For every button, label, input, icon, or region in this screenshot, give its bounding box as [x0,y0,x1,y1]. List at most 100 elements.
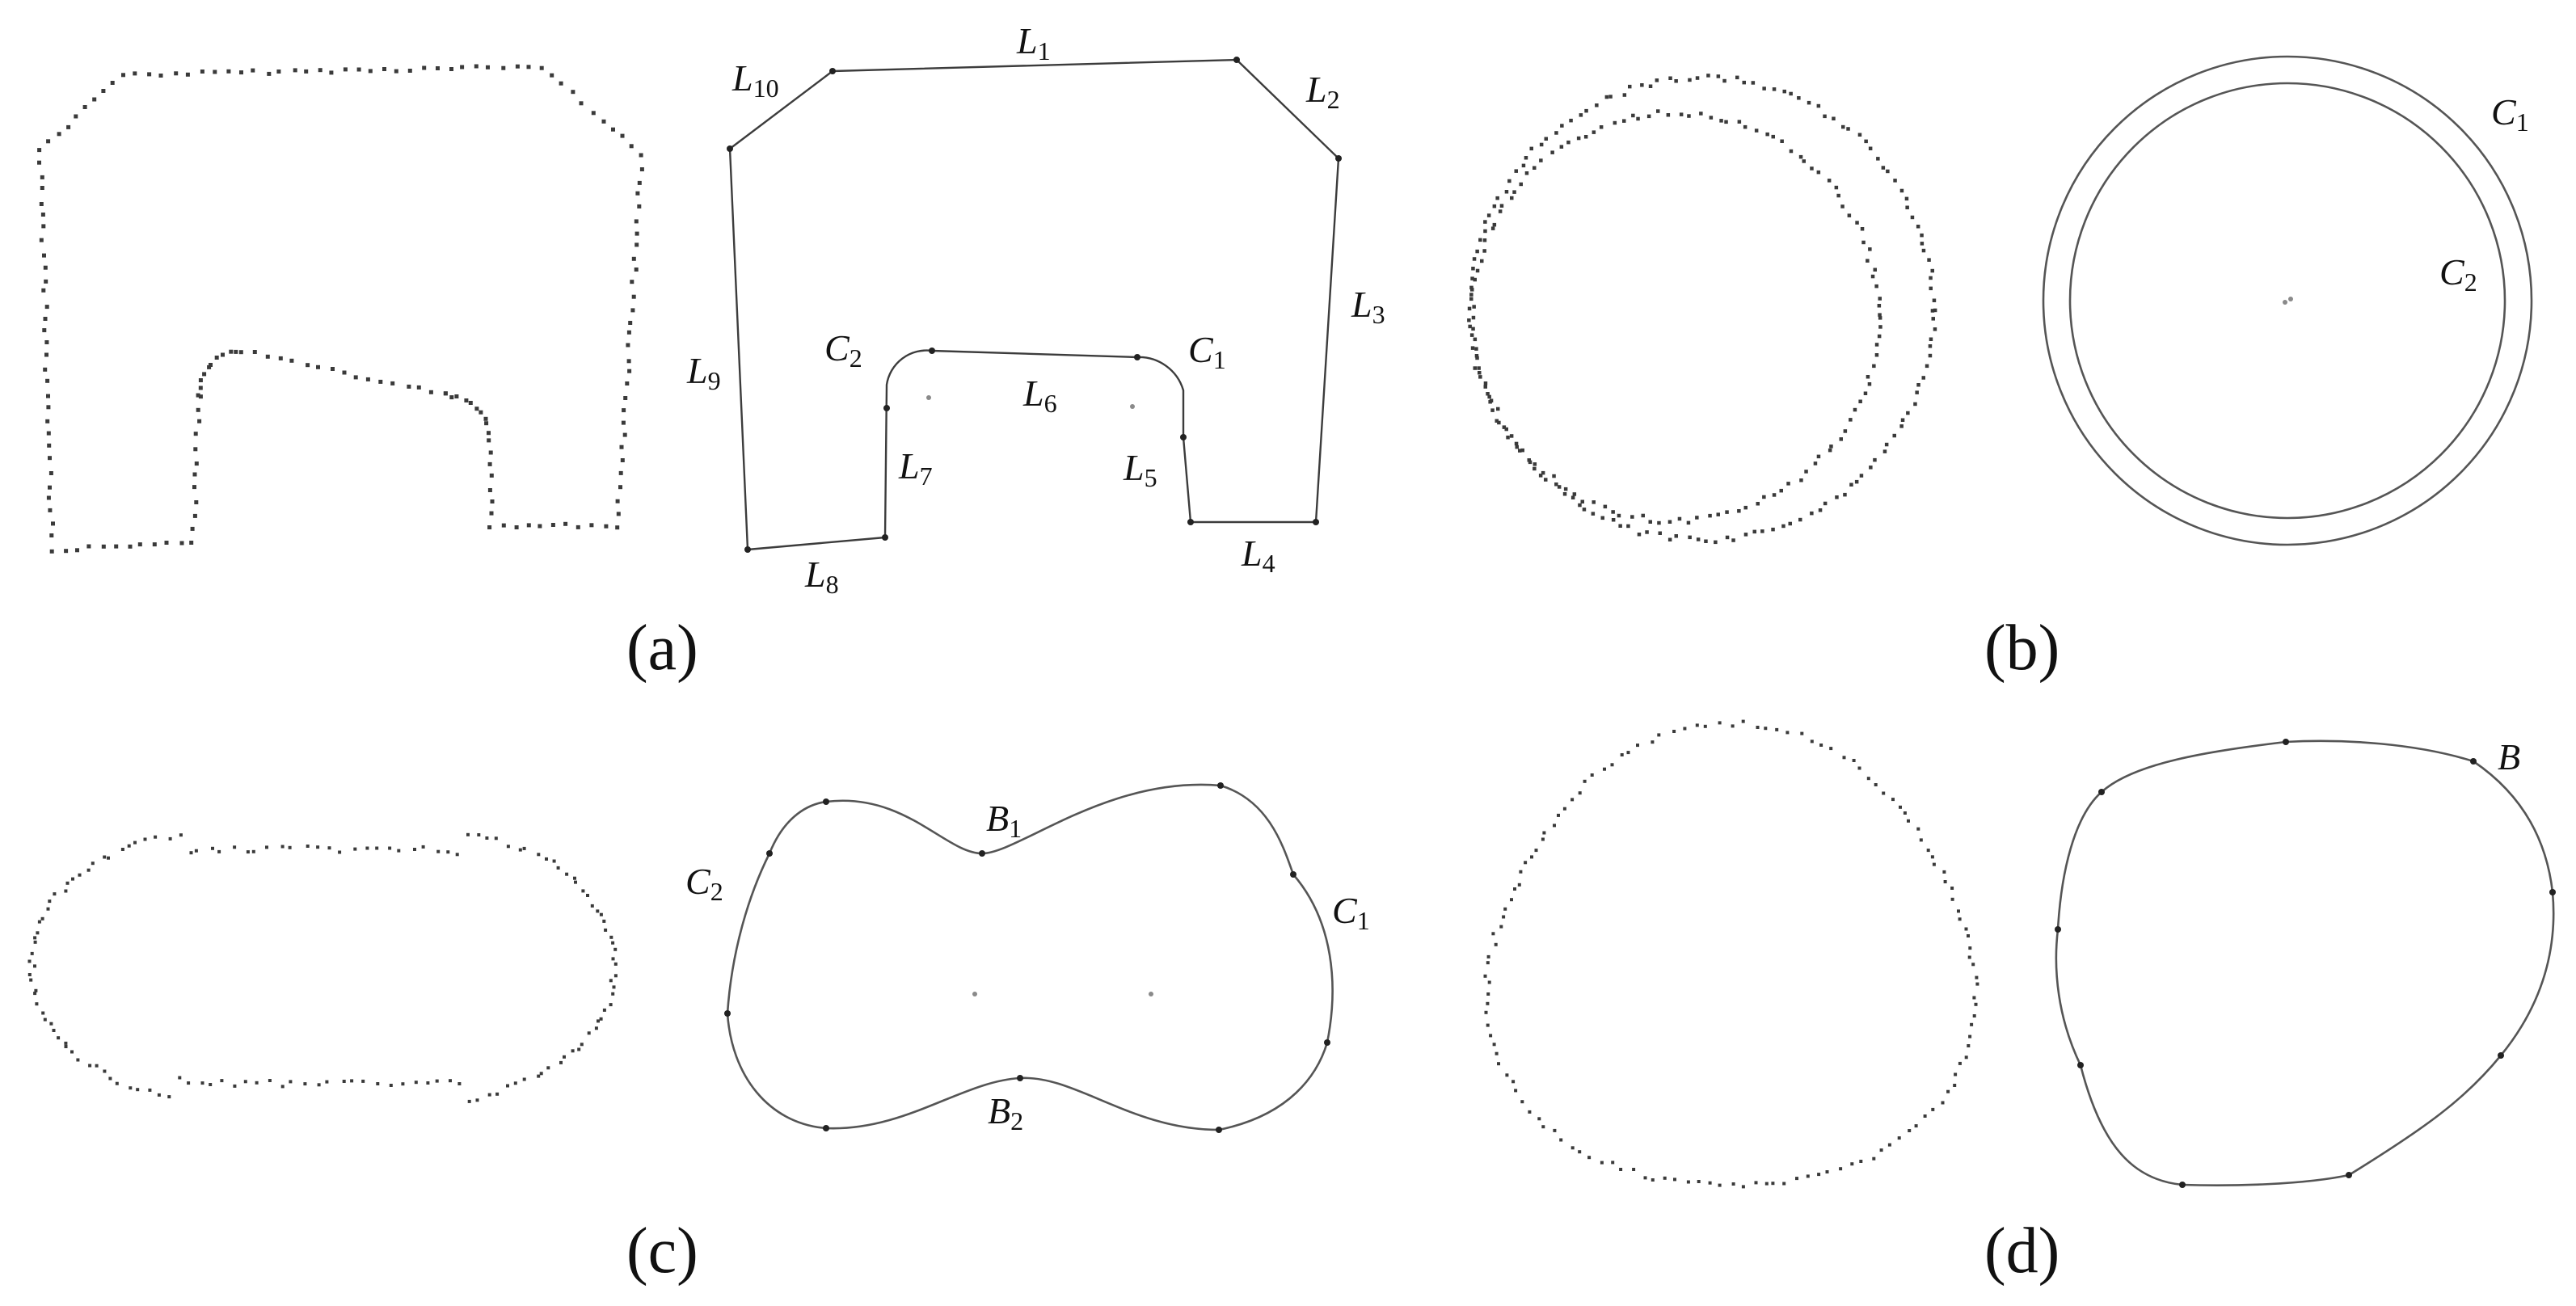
sample-point [137,542,142,547]
sample-point [375,846,379,850]
sample-point [1504,190,1509,194]
sample-point [455,853,459,857]
sample-point [37,148,42,153]
sample-point [1718,721,1722,725]
sample-point [1512,190,1516,194]
sample-point [616,512,621,516]
sample-point [1933,308,1937,313]
sample-point [565,872,569,876]
sample-point [1928,353,1933,358]
sample-point [86,544,91,549]
sample-point [587,1031,591,1035]
sample-point [522,846,526,850]
sample-point [1495,196,1499,200]
sample-point [1648,84,1653,88]
sample-point [526,523,531,528]
sample-point [1708,1181,1712,1185]
sample-point [1559,145,1564,149]
sample-point [1482,249,1486,253]
sample-point [276,70,281,74]
sample-point [1637,533,1642,537]
sample-point [40,213,45,217]
sample-point [1537,1117,1541,1121]
sample-point [252,350,257,354]
sample-point [1657,733,1661,737]
sample-point [546,1066,550,1070]
sample-point [1504,427,1508,432]
sample-point [66,124,71,129]
sample-point [1950,897,1954,901]
sample-point [1478,238,1482,242]
sample-point [143,837,147,841]
sample-point [1914,1124,1918,1128]
sample-point [449,1079,452,1083]
sample-point [1847,213,1852,217]
sample-point [136,1088,140,1092]
sample-point [1622,119,1626,123]
sample-point [1741,719,1745,723]
sample-point [1478,375,1482,379]
sample-point [468,401,473,405]
sample-point [574,880,577,884]
sample-point [164,541,169,545]
sample-point [630,308,635,313]
sample-point [522,1077,526,1081]
sample-point [1913,402,1917,407]
sample-point [1816,103,1821,108]
sample-point [1925,364,1929,369]
sample-point [1469,285,1474,290]
sample-point [1975,975,1979,980]
sample-point [1587,1156,1592,1160]
sample-point [127,844,131,848]
sample-point [1580,499,1584,503]
sample-point [265,845,268,849]
sample-point [1672,730,1676,733]
sample-point [1591,512,1596,516]
sample-point [518,848,522,852]
sample-point [1785,731,1790,735]
panel-c-fitted-primitives [724,782,1334,1133]
sample-point [1610,763,1614,767]
sample-point [1886,169,1890,174]
sample-point [1829,444,1833,449]
sample-point [1810,739,1814,744]
sample-point [1842,756,1846,760]
sample-point [229,349,234,354]
sample-point [343,67,348,72]
sample-point [487,438,491,443]
sample-point [40,916,44,921]
sample-point [485,836,489,840]
sample-point [1899,805,1902,809]
sample-point [251,849,255,853]
sample-point [559,1060,563,1064]
sample-point [1472,257,1477,261]
sample-point [278,356,283,360]
sample-point [1656,109,1660,113]
sample-point [619,444,624,449]
sample-point [1524,861,1528,865]
sample-point [30,951,34,955]
sample-point [1860,227,1865,231]
sample-point [1679,112,1684,116]
sample-point [1827,179,1832,183]
sample-point [1878,325,1882,329]
sample-point [1552,474,1556,478]
sample-point [194,500,199,504]
sample-point [637,204,642,209]
sample-point [1578,791,1582,795]
sample-point [342,1080,346,1083]
sample-point [1841,124,1845,129]
sample-point [1731,538,1735,542]
sample-point [49,533,54,537]
sample-point [539,1072,543,1076]
sample-point [635,242,639,247]
sample-point [613,947,618,951]
sample-point [46,907,50,911]
sample-point [506,845,510,849]
sample-point [626,330,631,335]
panel-b-point-cloud [1467,74,1937,545]
sample-point [1469,333,1474,337]
sample-point [1798,517,1802,522]
sample-point [37,920,41,924]
